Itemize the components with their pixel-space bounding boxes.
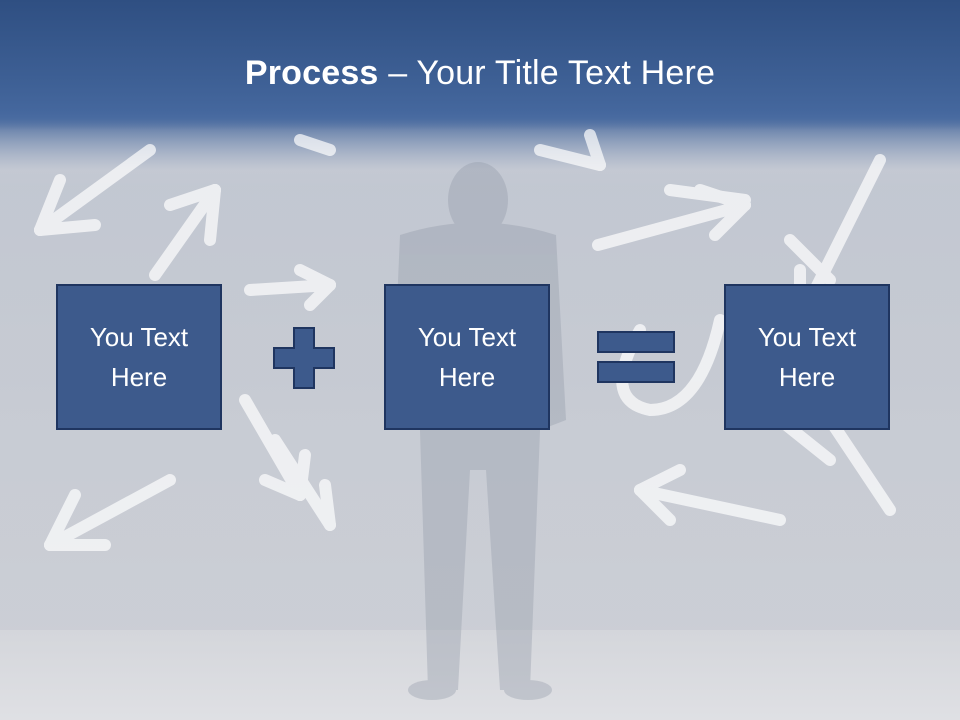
text-box-3-label: You Text Here [757,322,857,392]
text-box-2[interactable]: You Text Here [384,284,550,430]
title-bar [0,0,960,130]
text-box-1[interactable]: You Text Here [56,284,222,430]
chalk-arrows [34,129,896,551]
text-box-2-label: You Text Here [417,322,517,392]
background-floor [0,630,960,720]
title-rest: – Your Title Text Here [378,54,716,92]
plus-icon [273,327,335,389]
equals-icon [597,331,675,383]
text-box-3[interactable]: You Text Here [724,284,890,430]
slide-title: Process – Your Title Text Here [0,54,960,93]
title-bold: Process [244,54,379,92]
man-silhouette [392,162,566,700]
text-box-1-label: You Text Here [89,322,189,392]
